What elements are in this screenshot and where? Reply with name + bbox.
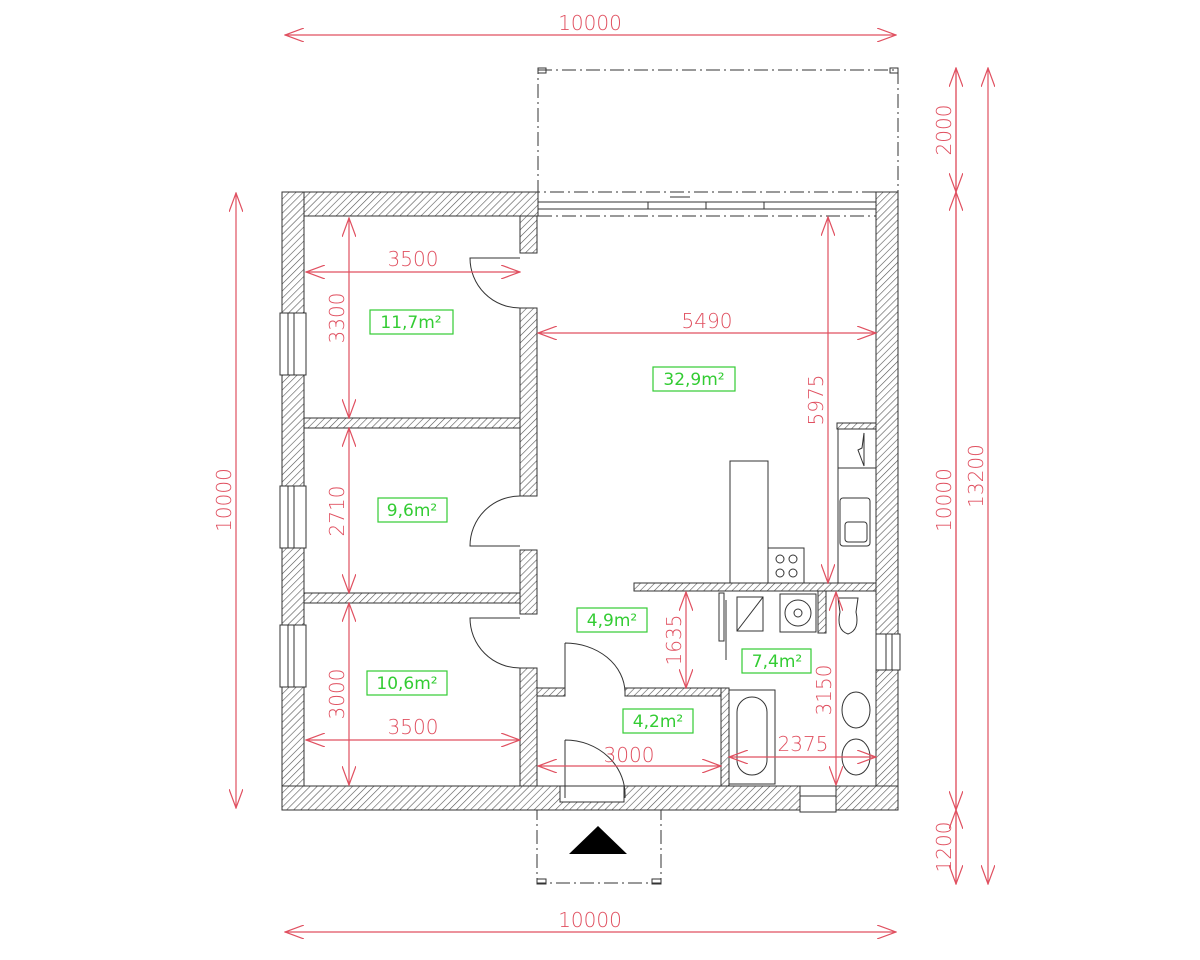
terrace-outline [537,67,899,217]
dim-bedroom1-height: 3300 [325,293,349,344]
dim-right-house: 10000 [932,468,956,532]
dim-bedroom3-width: 3500 [388,715,439,739]
dimension-lines [236,35,988,932]
dim-bedroom3-height: 3000 [325,669,349,720]
area-living-kitchen: 32,9m² [663,370,724,390]
area-hallway: 4,9m² [587,611,637,631]
dim-porch: 1200 [932,822,956,873]
dim-hallway-height: 1635 [662,615,686,666]
dim-bedroom1-width: 3500 [388,247,439,271]
dim-terrace: 2000 [932,105,956,156]
area-bedroom-2: 9,6m² [387,501,437,521]
dim-top-width: 10000 [558,11,622,35]
kitchen-fixtures [729,428,877,584]
dim-bathroom-height: 3150 [812,665,836,716]
dimension-labels: 10000 10000 10000 2000 10000 1200 13200 … [212,11,988,932]
exterior-walls [281,191,899,811]
dim-total-depth: 13200 [964,444,988,508]
dim-living-height: 5975 [804,375,828,426]
dim-left-height: 10000 [212,468,236,532]
area-labels: 11,7m² 9,6m² 10,6m² 32,9m² 4,9m² 4,2m² 7… [366,309,812,734]
dim-entrance-width: 3000 [604,743,655,767]
dim-living-width: 5490 [682,309,733,333]
dim-bottom-width: 10000 [558,908,622,932]
area-bathroom: 7,4m² [752,652,802,672]
dim-bathroom-width: 2375 [778,732,829,756]
area-bedroom-3: 10,6m² [376,674,437,694]
area-bedroom-1: 11,7m² [380,313,441,333]
area-entrance: 4,2m² [633,712,683,732]
interior-walls [303,215,877,787]
doors [469,257,626,799]
dim-bedroom2-height: 2710 [325,486,349,537]
porch-outline [536,809,662,885]
entrance-arrow-icon [569,826,627,854]
windows [279,312,901,813]
